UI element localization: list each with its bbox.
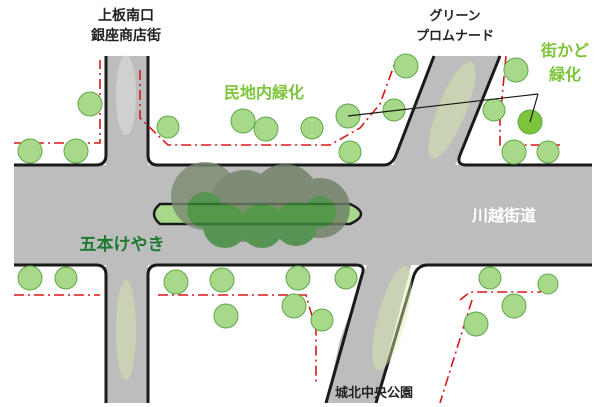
park-south-label: 城北中央公園 <box>335 385 413 401</box>
street-trees-label-line1: 街かど <box>540 41 589 60</box>
green-promenade-label-line2: プロムナード <box>416 29 494 44</box>
street-trees-callout-lines <box>347 93 539 123</box>
five-zelkova-label: 五本けやき <box>80 234 165 255</box>
promenade-road-surface <box>326 56 500 403</box>
kawagoe-road-label: 川越街道 <box>471 206 536 225</box>
street-trees-label-line2: 緑化 <box>549 65 581 84</box>
north-street-label-line1: 上板南口 <box>98 7 154 24</box>
property-boundaries <box>14 55 560 404</box>
street-trees <box>17 53 560 337</box>
private-greening-label: 民地内緑化 <box>224 83 304 102</box>
road-edges <box>14 55 592 404</box>
south-left-street-surface <box>106 262 148 404</box>
north-shopping-street-surface <box>106 56 148 168</box>
promenade-light-streaks <box>116 55 476 380</box>
green-promenade-label-line1: グリーン <box>429 8 480 24</box>
five-zelkova-canopy <box>171 162 350 248</box>
north-street-label-line2: 銀座商店街 <box>91 27 161 44</box>
